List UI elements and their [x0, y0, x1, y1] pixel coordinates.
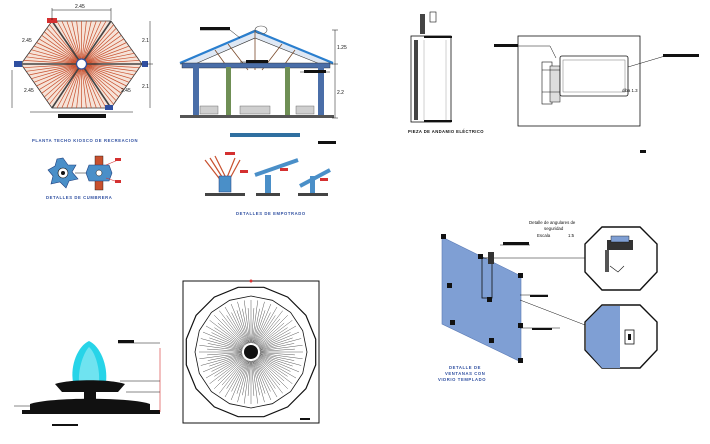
note-title-line2: seguridad — [544, 226, 564, 231]
dim-hex-right-a: 2.1 — [142, 38, 149, 44]
cabinet-elevation — [410, 11, 452, 123]
fountain-elevation — [14, 340, 161, 426]
dim-elev-lower: 2.2 — [337, 90, 344, 96]
note-title-line1: Detalle de angulares de — [529, 220, 576, 225]
fountain-spokes — [199, 300, 303, 404]
caption-glass-line3: VIDRIO TEMPLADO — [438, 377, 486, 382]
caption-glass-line2: VENTANAS CON — [445, 371, 485, 376]
dim-elev-upper: 1.25 — [337, 45, 347, 51]
caption-hex-plan: PLANTA TECHO KIOSCO DE RECREACION — [32, 138, 138, 143]
dim-hex-top: 2.45 — [75, 4, 85, 10]
caption-anchor: DETALLES DE EMPOTRADO — [236, 211, 306, 216]
caption-hinge: DETALLES DE CUMBRERA — [46, 195, 112, 200]
note-scale-label: Escala — [537, 233, 551, 238]
panel-bolts — [441, 234, 523, 363]
caption-glass-line1: DETALLE DE — [449, 365, 481, 370]
embed-details — [204, 152, 331, 196]
ridge-hinge-details — [47, 155, 121, 191]
caption-cabinet: PIEZA DE ANDAMIO ELÉCTRICO — [408, 129, 484, 134]
dim-hex-lower-left: 2.45 — [24, 88, 34, 94]
box-diba-label: diba 1.3 — [622, 88, 638, 93]
kiosk-elevation: 1.25 2.2 — [179, 25, 347, 144]
fountain-plan — [182, 279, 320, 424]
dim-hex-lower-right: 2.45 — [121, 88, 131, 94]
note-scale-value: 1:5 — [568, 233, 575, 238]
glass-panel-detail — [441, 226, 658, 369]
dim-hex-right-b: 2.1 — [142, 84, 149, 90]
dim-hex-upper-left: 2.45 — [22, 38, 32, 44]
hexagon-roof-plan: 2.45 2.45 2.45 2.45 2.1 2.1 — [11, 4, 153, 118]
box-detail: diba 1.3 — [494, 35, 699, 153]
